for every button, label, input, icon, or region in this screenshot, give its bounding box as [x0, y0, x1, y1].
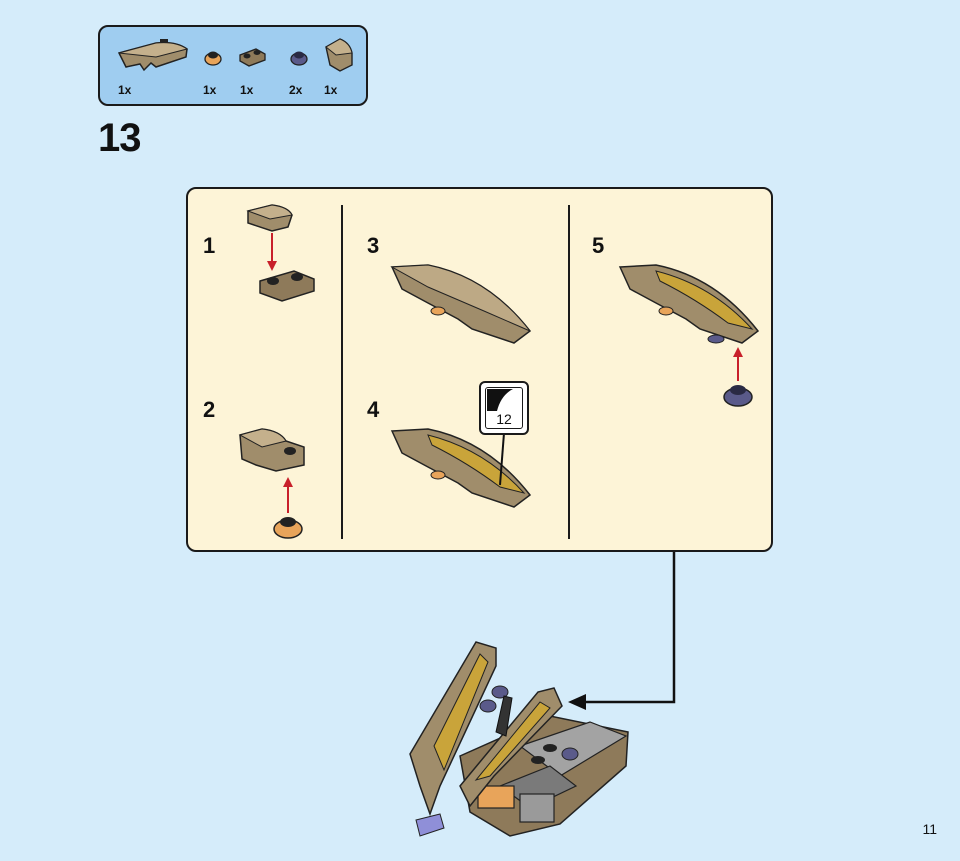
- part-qty: 1x: [203, 83, 217, 97]
- panel-divider: [341, 205, 343, 539]
- substep-3-illustration: [390, 264, 532, 344]
- substep-2-illustration: [238, 428, 305, 539]
- panel-divider: [568, 205, 570, 539]
- substep-label-3: 3: [367, 233, 380, 258]
- part-qty: 1x: [324, 83, 338, 97]
- attach-arrow: [568, 552, 676, 710]
- part-round-plate-purple: 2x: [289, 47, 308, 97]
- step-number: 13: [98, 116, 141, 160]
- substep-label-2: 2: [203, 397, 216, 422]
- part-qty: 2x: [289, 83, 303, 97]
- substep-label-4: 4: [367, 397, 380, 422]
- part-plate-1x2: 1x: [238, 45, 266, 97]
- page-number: 11: [922, 821, 937, 837]
- substeps-panel: 1 2 3 4 5: [186, 187, 773, 552]
- parts-list-box: 1x 1x 1x 2x 1x: [98, 25, 368, 106]
- sticker-callout: 12: [479, 381, 529, 435]
- substep-label-5: 5: [592, 233, 605, 258]
- round-plate-purple-icon: [290, 51, 308, 66]
- curved-slope-brick-icon: [117, 39, 189, 72]
- sticker-icon: [487, 389, 513, 411]
- part-qty: 1x: [240, 83, 254, 97]
- substep-5-illustration: [618, 264, 760, 407]
- assembled-model-illustration: [409, 641, 629, 837]
- part-round-plate-orange: 1x: [203, 47, 222, 97]
- curved-slope-small-icon: [325, 38, 353, 72]
- part-curved-slope-small: 1x: [322, 35, 354, 97]
- plate-1x2-icon: [239, 48, 266, 67]
- substep-1-illustration: [246, 204, 315, 302]
- substep-label-1: 1: [203, 233, 216, 258]
- part-qty: 1x: [118, 83, 132, 97]
- part-curved-slope-brick: 1x: [116, 37, 190, 97]
- sticker-number: 12: [496, 411, 512, 427]
- substep-4-illustration: [390, 428, 532, 508]
- sticker-frame: [485, 387, 523, 429]
- sticker-leader-line: [499, 433, 505, 486]
- round-plate-orange-icon: [204, 51, 222, 66]
